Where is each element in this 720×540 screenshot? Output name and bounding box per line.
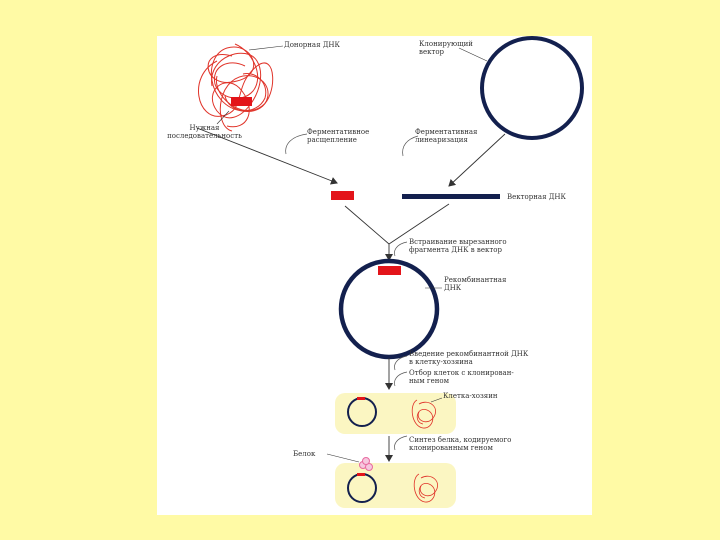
label-recombinant-dna: Рекомбинантная ДНК — [444, 276, 506, 292]
target-sequence-block — [231, 97, 252, 106]
linear-vector-dna-bar — [402, 194, 500, 199]
gene-cloning-diagram — [157, 36, 592, 515]
label-vector-dna: Векторная ДНК — [507, 193, 566, 201]
label-insertion: Встраивание вырезанного фрагмента ДНК в … — [409, 238, 507, 254]
donor-dna-tangle-icon — [198, 44, 272, 131]
label-protein: Белок — [293, 450, 315, 458]
dna-fragment-block — [331, 191, 354, 200]
label-host-cell: Клетка-хозяин — [443, 392, 498, 400]
label-protein-synthesis: Синтез белка, кодируемого клонированным … — [409, 436, 511, 452]
label-target-sequence: Нужная последовательность — [157, 124, 252, 140]
protein-icon — [360, 458, 373, 471]
label-selection: Отбор клеток с клонирован- ным геном — [409, 369, 514, 385]
label-donor-dna: Донорная ДНК — [284, 41, 340, 49]
label-enzymatic-linearization: Ферментативная линеаризация — [415, 128, 477, 144]
diagram-panel: Донорная ДНК Клонирующий вектор Нужная п… — [157, 36, 592, 515]
label-enzymatic-cleavage: Ферментативное расщепление — [307, 128, 369, 144]
label-cloning-vector: Клонирующий вектор — [419, 40, 473, 56]
recombinant-insert-block — [378, 266, 401, 275]
host-cell-panel — [335, 393, 456, 434]
label-introduction: Введение рекомбинантной ДНК в клетку-хоз… — [409, 350, 528, 366]
recombinant-plasmid-ring-icon — [341, 261, 437, 357]
cloning-vector-ring-icon — [482, 38, 582, 138]
